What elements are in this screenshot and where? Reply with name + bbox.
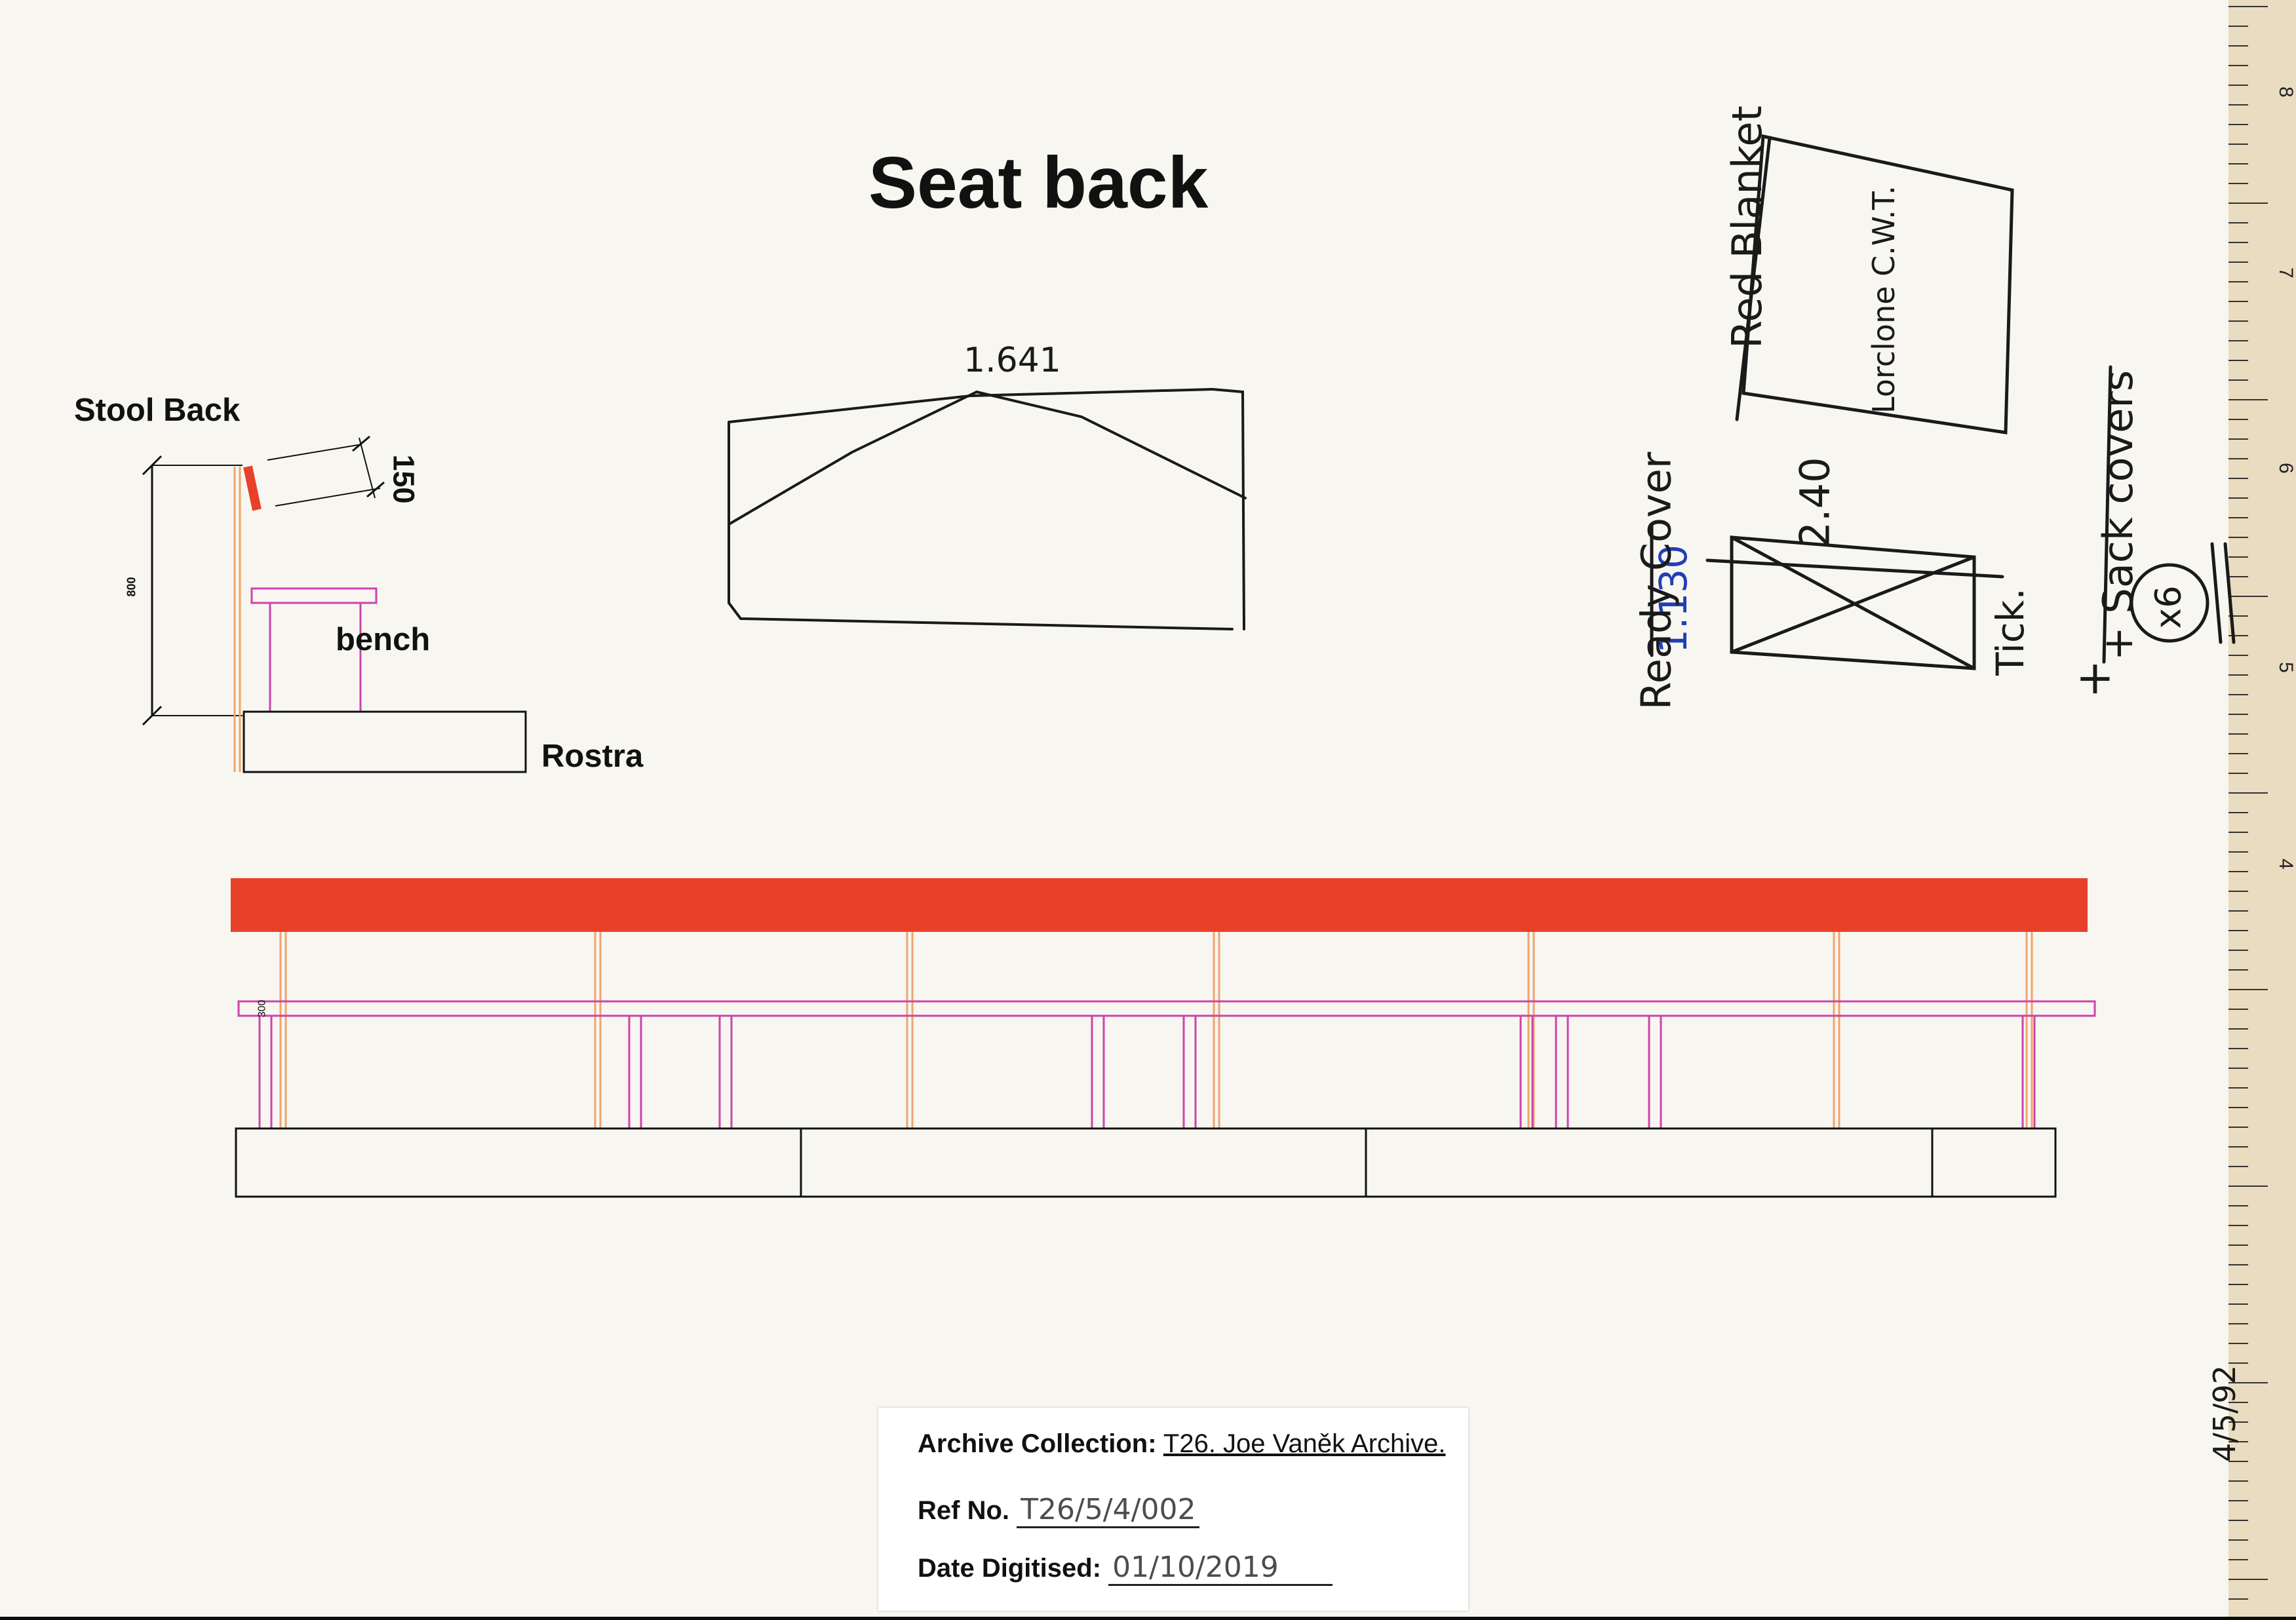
measuring-ruler: 8 7 6 5 4 xyxy=(2228,0,2296,1617)
sketch-diagonal-left xyxy=(728,391,978,526)
150-dim-line-b xyxy=(275,488,381,507)
bench-seat-top xyxy=(250,587,378,604)
orange-support-posts xyxy=(279,932,2033,1128)
sketch-crossed-box xyxy=(1705,535,2004,670)
crossed-box-extra-line xyxy=(1705,558,2004,579)
magenta-bench-legs xyxy=(258,1016,2036,1128)
long-rostra-segment-1 xyxy=(235,1127,802,1198)
separator-line-sack xyxy=(2102,365,2112,664)
x6-double-line-a xyxy=(2210,542,2223,644)
rostra-label: Rostra xyxy=(541,739,644,774)
ref-no-key: Ref No. xyxy=(918,1496,1009,1525)
blanket-box-left-edge xyxy=(1735,136,1772,421)
handwritten-1641: 1.641 xyxy=(963,341,1061,380)
handwritten-tick: Tick. xyxy=(1987,588,2033,676)
handwritten-240: 2.40 xyxy=(1791,457,1839,548)
long-bench-top xyxy=(237,1000,2096,1017)
bench-label: bench xyxy=(336,622,431,657)
date-digitised-key: Date Digitised: xyxy=(918,1554,1102,1583)
handwritten-x6: x6 xyxy=(2147,585,2189,629)
sheet-title: Seat back xyxy=(868,142,1209,223)
long-elevation-drawing xyxy=(231,878,2096,1198)
handwritten-margin-date: 4/5/92 xyxy=(2207,1364,2243,1463)
long-elevation-dimension: 300 xyxy=(256,999,268,1018)
x6-double-line-b xyxy=(2223,542,2236,644)
drawing-sheet xyxy=(0,0,2228,1617)
archive-collection-row: Archive Collection: T26. Joe Vaněk Archi… xyxy=(918,1429,1446,1459)
ruler-ticks xyxy=(2228,6,2268,1600)
ruler-number-7: 7 xyxy=(2275,267,2296,279)
150-dim-line-a xyxy=(267,444,362,461)
sketch-right-edge xyxy=(1211,388,1245,630)
long-rostra-segment-2 xyxy=(800,1127,1367,1198)
long-rostra-segment-3 xyxy=(1365,1127,1934,1198)
seat-back-red-pad xyxy=(243,465,262,511)
150-dim-tick-a xyxy=(352,435,370,452)
ref-no-row: Ref No. T26/5/4/002 xyxy=(918,1493,1200,1528)
stool-back-label: Stool Back xyxy=(74,393,241,428)
handwritten-ready-cover: Ready Cover xyxy=(1632,452,1681,710)
date-digitised-value: 01/10/2019 xyxy=(1108,1551,1333,1586)
150-dim-line-c xyxy=(359,437,376,499)
date-digitised-row: Date Digitised: 01/10/2019 xyxy=(918,1551,1333,1586)
sketch-diagonal-right xyxy=(975,391,1247,499)
sketch-margin-marks xyxy=(1650,365,2236,664)
handwritten-plus: + xyxy=(2067,659,2121,699)
150-dim-tick-b xyxy=(366,481,385,498)
stool-detail-drawing xyxy=(142,435,527,773)
long-rostra-segment-4 xyxy=(1931,1127,2057,1198)
archive-label-card: Archive Collection: T26. Joe Vaněk Archi… xyxy=(878,1408,1468,1611)
ruler-number-6: 6 xyxy=(2275,463,2296,474)
ruler-number-4: 4 xyxy=(2275,858,2296,870)
x6-circle xyxy=(2130,563,2209,643)
handwritten-red-blanket: Red Blanket xyxy=(1722,106,1771,349)
rostra-block xyxy=(243,710,527,773)
dimension-800: 800 xyxy=(125,577,138,597)
ref-no-value: T26/5/4/002 xyxy=(1017,1493,1200,1528)
long-seat-back-red xyxy=(231,878,2088,932)
sketch-bottom-edge xyxy=(728,602,1234,630)
ruler-graphic: 8 7 6 5 4 xyxy=(2228,6,2296,1600)
ruler-number-8: 8 xyxy=(2275,87,2296,98)
ruler-number-5: 5 xyxy=(2275,662,2296,673)
crossed-box-diagonal-b xyxy=(1730,555,1976,654)
archive-collection-value: T26. Joe Vaněk Archive. xyxy=(1163,1429,1446,1458)
handwritten-lorclone: Lorclone C.W.T. xyxy=(1866,185,1901,414)
dimension-150: 150 xyxy=(387,454,421,504)
sketch-seat-back-outline xyxy=(728,388,1247,630)
handwritten-sack-covers: + Sack covers xyxy=(2094,370,2143,661)
archive-collection-key: Archive Collection: xyxy=(918,1429,1157,1458)
sketch-blanket-box xyxy=(1735,134,2014,434)
